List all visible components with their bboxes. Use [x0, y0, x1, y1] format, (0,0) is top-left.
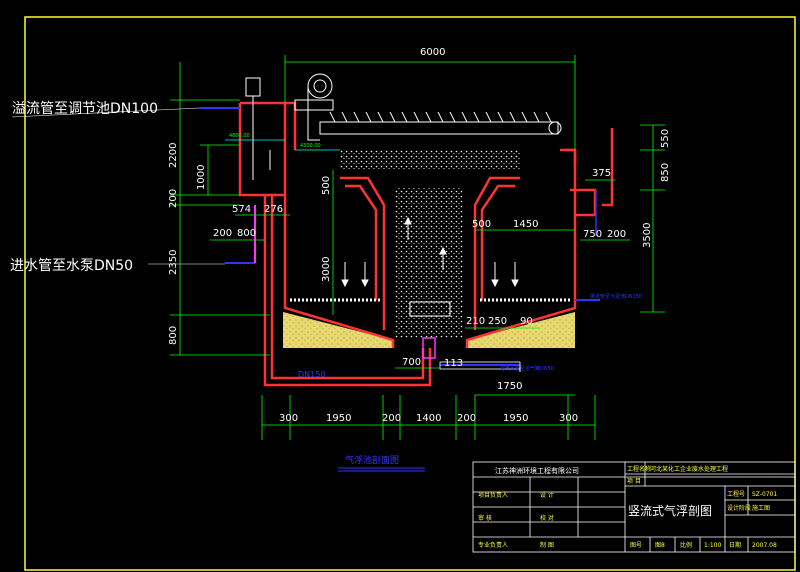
dim-w90: 90 — [520, 316, 533, 327]
dim-w200r: 200 — [607, 229, 626, 240]
dim-h3500: 3500 — [642, 223, 653, 248]
inlet-pipe-label: 进水管至水泵DN50 — [10, 258, 133, 274]
tank-section — [200, 73, 614, 387]
dim-h2350: 2350 — [168, 250, 179, 275]
scum-spray — [340, 150, 520, 170]
dim-h2200: 2200 — [168, 143, 179, 168]
tb-row3-b: 制 图 — [540, 541, 554, 549]
dim-w1450: 1450 — [513, 219, 538, 230]
drawing-frame — [24, 16, 796, 571]
level-label-2: 4300.00 — [300, 143, 321, 149]
dim-w210: 210 — [466, 316, 485, 327]
dim-h1000: 1000 — [196, 165, 207, 190]
dim-w700: 700 — [402, 357, 421, 368]
dim-b200a: 200 — [382, 413, 401, 424]
dim-h200: 200 — [168, 189, 179, 208]
bubble-column — [395, 188, 463, 338]
tb-dwg-no-label: 工程号 — [727, 490, 745, 498]
tb-row2-b: 校 对 — [540, 514, 554, 522]
dim-b1950a: 1950 — [326, 413, 351, 424]
dim-w750: 750 — [583, 229, 602, 240]
tb-drawing-title: 竖流式气浮剖图 — [628, 503, 712, 518]
dim-b200b: 200 — [457, 413, 476, 424]
dim-w200: 200 — [213, 228, 232, 239]
dim-b1950b: 1950 — [503, 413, 528, 424]
tb-item-label: 项 目 — [627, 478, 641, 485]
section-title: 气浮池剖面图 — [345, 454, 399, 466]
dim-h550: 550 — [660, 129, 671, 148]
dim-w574: 574 — [232, 204, 251, 215]
dim-w276: 276 — [264, 204, 283, 215]
dim-h3000: 3000 — [321, 257, 332, 282]
tb-company: 江苏神洲环境工程有限公司 — [495, 466, 579, 475]
sludge-left — [283, 312, 393, 348]
dim-h850: 850 — [660, 163, 671, 182]
dim-top-width: 6000 — [420, 47, 445, 58]
dimension-lines — [170, 55, 665, 440]
tb-fig-no: 图8 — [655, 542, 665, 549]
dim-b1400: 1400 — [416, 413, 441, 424]
tb-row1-a: 项目负责人 — [478, 491, 508, 499]
tb-project-label: 工程名称 — [627, 465, 651, 473]
tb-date-label: 日期 — [729, 541, 741, 549]
dim-w113: 113 — [444, 358, 463, 369]
tb-row3-a: 专业负责人 — [478, 541, 508, 549]
tb-row1-b: 设 计 — [540, 491, 554, 499]
dim-h500l: 500 — [321, 176, 332, 195]
dim-w800: 800 — [237, 228, 256, 239]
pipe-label-right: 排泥管至污泥池DN150 — [590, 293, 642, 300]
tb-dwg-no: SZ-0701 — [752, 491, 777, 498]
dim-b300b: 300 — [559, 413, 578, 424]
tb-date: 2007.08 — [752, 542, 777, 549]
scraper-drive-wheel — [307, 73, 333, 99]
level-label-1: 4800.00 — [229, 133, 250, 139]
dim-w500: 500 — [472, 219, 491, 230]
dim-w250: 250 — [488, 316, 507, 327]
dim-h800: 800 — [168, 326, 179, 345]
tb-project-name: 河北某化工企业废水处理工程 — [650, 465, 728, 473]
tb-scale-label: 比例 — [680, 541, 692, 549]
title-block — [472, 461, 796, 553]
tb-fig-no-label: 图号 — [630, 542, 642, 549]
tb-stage-label: 设计阶段 — [727, 504, 751, 512]
tb-stage: 施工图 — [752, 504, 770, 512]
tb-row2-a: 审 核 — [478, 514, 492, 522]
pipe-label-bottom: 溶气水管至溶气罐DN50 — [500, 365, 554, 372]
tb-scale: 1:100 — [704, 542, 721, 549]
dim-w375: 375 — [592, 168, 611, 179]
overflow-pipe-label: 溢流管至调节池DN100 — [12, 101, 158, 117]
scraper-beam — [319, 121, 559, 135]
dim-b300a: 300 — [279, 413, 298, 424]
sludge-right — [467, 312, 575, 348]
dn150-label: DN150 — [298, 370, 325, 379]
dim-w1750: 1750 — [497, 381, 522, 392]
